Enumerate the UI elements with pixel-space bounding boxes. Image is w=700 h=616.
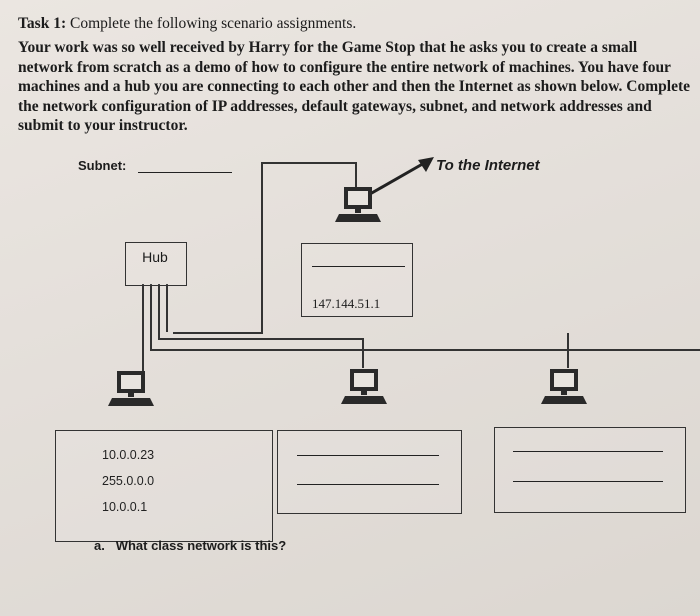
internet-arrow-icon xyxy=(369,157,434,196)
pc1-gateway: 10.0.0.1 xyxy=(102,500,148,514)
question-label: a. xyxy=(94,538,105,553)
subnet-blank xyxy=(138,172,232,173)
task-paragraph: Your work was so well received by Harry … xyxy=(18,39,690,134)
task-subtitle: Complete the following scenario assignme… xyxy=(69,15,357,32)
computer-icon xyxy=(335,187,381,222)
pc3-config-box xyxy=(277,430,462,514)
wire-hub-pc4-horizontal xyxy=(150,349,700,351)
pc4-blank-2 xyxy=(513,481,663,482)
wire-router-pc xyxy=(355,162,357,188)
wire-hub-router xyxy=(173,332,263,334)
task-title: Task 1: xyxy=(18,15,67,32)
router-config-box xyxy=(301,243,413,317)
hub-box xyxy=(125,242,187,286)
wire-hub-5 xyxy=(166,284,168,332)
computer-icon xyxy=(541,369,587,404)
wire-hub-pc1-end xyxy=(142,369,144,371)
pc1-ip: 10.0.0.23 xyxy=(102,448,155,462)
computer-icon xyxy=(341,369,387,404)
wire-router-vertical xyxy=(261,162,263,333)
pc4-blank-1 xyxy=(513,451,663,452)
router-ip: 147.144.51.1 xyxy=(312,296,381,311)
wire-hub-pc3-horizontal xyxy=(158,338,363,340)
pc4-config-box xyxy=(494,427,686,513)
wire-hub-pc1 xyxy=(142,284,144,370)
pc3-blank-1 xyxy=(297,455,439,456)
task-heading: Task 1: Complete the following scenario … xyxy=(18,14,688,34)
subnet-label: Subnet: xyxy=(78,158,127,173)
wire-pc4-down xyxy=(567,333,569,368)
wire-router-top xyxy=(261,162,357,164)
question-text: What class network is this? xyxy=(115,538,287,553)
wire-hub-3 xyxy=(150,284,152,350)
internet-label: To the Internet xyxy=(436,157,540,174)
computer-icon xyxy=(108,371,154,406)
question-a: a. What class network is this? xyxy=(94,538,286,553)
pc1-mask: 255.0.0.0 xyxy=(102,474,155,488)
wire-hub-4 xyxy=(158,284,160,339)
pc3-blank-2 xyxy=(297,484,439,485)
wire-pc3-down xyxy=(362,338,364,368)
pc1-config-box xyxy=(55,430,273,542)
router-blank xyxy=(312,266,405,267)
hub-label: Hub xyxy=(142,249,168,265)
